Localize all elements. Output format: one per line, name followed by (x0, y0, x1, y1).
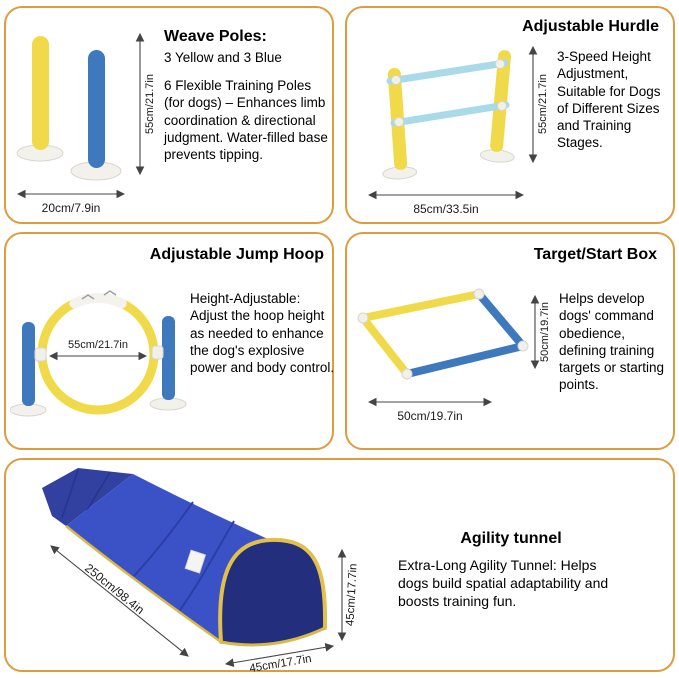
adjust-arrows (81, 290, 117, 300)
tunnel-opening (220, 539, 326, 645)
yellow-pole (32, 36, 49, 150)
bar-connector (497, 101, 507, 111)
right-blue-pole (162, 316, 175, 400)
width-dimension-label: 85cm/33.5in (413, 202, 478, 216)
target-box-title: Target/Start Box (533, 246, 657, 263)
weave-poles-illustration: 55cm/21.7in 20cm/7.9in (16, 32, 156, 215)
bottom-dimension: 50cm/19.7in (367, 397, 493, 423)
bar-connector (495, 59, 505, 69)
diameter-dimension-label: 55cm/21.7in (68, 339, 128, 351)
hurdle-description: 3-Speed Height Adjustment, Suitable for … (557, 49, 661, 151)
hoop-clip (34, 347, 47, 362)
box-bottom-pole (403, 342, 527, 378)
width-dimension-label: 45cm/17.7in (249, 653, 313, 674)
panel-hurdle: Adjustable Hurdle 55cm (345, 6, 675, 224)
right-pole (479, 50, 515, 163)
corner-connector (401, 368, 413, 380)
panel-weave-poles: 55cm/21.7in 20cm/7.9in Weave Poles: 3 Ye… (4, 6, 334, 224)
width-dimension: 45cm/17.7in (224, 642, 335, 674)
jump-hoop-title: Adjustable Jump Hoop (149, 246, 324, 263)
weave-poles-subtitle: 3 Yellow and 3 Blue (164, 50, 282, 65)
hurdle-title: Adjustable Hurdle (522, 18, 659, 35)
height-dimension: 55cm/21.7in (135, 32, 156, 176)
side-dimension: 50cm/19.7in (530, 294, 551, 370)
weave-poles-description: 6 Flexible Training Poles (for dogs) – E… (164, 78, 328, 163)
height-dimension-label: 45cm/17.7in (344, 563, 359, 626)
width-dimension: 20cm/7.9in (16, 189, 126, 215)
panel-tunnel: 250cm/98.4in 45cm/17.7in 45cm/17.7in Agi… (4, 458, 675, 674)
width-dimension: 85cm/33.5in (367, 190, 525, 216)
top-crossbar (386, 59, 509, 85)
jump-hoop-description: Height-Adjustable: Adjust the hoop heigh… (190, 291, 335, 376)
box-right-pole (475, 290, 527, 350)
weave-poles-text: Weave Poles: 3 Yellow and 3 Blue 6 Flexi… (164, 28, 328, 163)
blue-pole (88, 50, 105, 168)
corner-connector (357, 312, 369, 324)
adjustable-segment (69, 293, 127, 309)
width-dimension-label: 20cm/7.9in (42, 201, 101, 215)
target-box-description: Helps develop dogs' command obedience, d… (559, 291, 665, 393)
target-box-illustration: 50cm/19.7in 50cm/19.7in (357, 288, 551, 423)
panel-target-box: Target/Start Box 50cm/19.7in 50cm/19.7in (345, 232, 675, 450)
bar-connector (394, 117, 404, 127)
height-dimension-label: 55cm/21.7in (537, 74, 549, 134)
panel-jump-hoop: Adjustable Jump Hoop 55cm/21.7in Height-… (4, 232, 334, 450)
side-dimension-label: 50cm/19.7in (539, 302, 551, 362)
tunnel-title: Agility tunnel (460, 530, 562, 547)
box-left-pole (359, 314, 411, 378)
tunnel-illustration: 250cm/98.4in 45cm/17.7in 45cm/17.7in (42, 468, 360, 674)
box-top-pole (359, 290, 483, 322)
tunnel-description: Extra-Long Agility Tunnel: Helps dogs bu… (398, 557, 609, 610)
height-dimension: 45cm/17.7in (337, 548, 360, 642)
hoop-clip (151, 345, 164, 360)
opening-trim (218, 537, 328, 644)
hoop-ring (37, 293, 159, 415)
bottom-dimension-label: 50cm/19.7in (397, 409, 462, 423)
bar-connector (391, 75, 401, 85)
height-dimension: 55cm/21.7in (528, 45, 549, 164)
jump-hoop-illustration: 55cm/21.7in (10, 290, 187, 417)
diameter-dimension: 55cm/21.7in (48, 339, 148, 361)
height-dimension-label: 55cm/21.7in (144, 74, 156, 134)
left-blue-pole (22, 322, 35, 406)
hurdle-illustration: 55cm/21.7in 85cm/33.5in (367, 45, 549, 216)
middle-crossbar (390, 101, 510, 127)
corner-connector (473, 288, 485, 300)
corner-connector (517, 340, 529, 352)
weave-poles-title: Weave Poles: (164, 28, 267, 45)
